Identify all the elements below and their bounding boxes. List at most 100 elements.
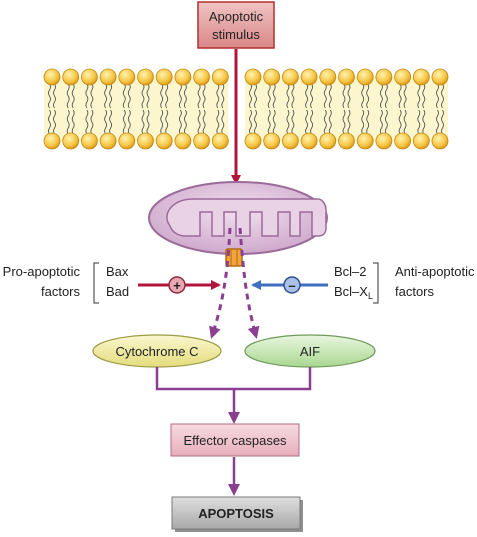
lipid-head	[319, 132, 337, 150]
lipid-tail	[436, 109, 439, 135]
cell-membrane-right	[244, 68, 449, 150]
anti-apoptotic-factor-bcl2: Bcl–2	[334, 264, 367, 279]
lipid-tail	[178, 109, 182, 135]
lipid-tail	[384, 109, 388, 135]
lipid-tail	[417, 109, 421, 135]
lipid-tail	[104, 109, 108, 135]
convergence-connector	[155, 367, 312, 391]
lipid-head	[193, 68, 211, 86]
cell-membrane-left	[43, 68, 229, 150]
lipid-tail	[347, 109, 351, 135]
lipid-tail	[127, 109, 131, 135]
lipid-tail	[384, 83, 388, 109]
lipid-tail	[422, 109, 426, 135]
lipid-tail	[202, 109, 206, 135]
minus-sign-icon	[283, 276, 301, 294]
lipid-tail	[305, 83, 309, 109]
plus-sign-icon	[168, 276, 186, 294]
lipid-tail	[141, 83, 145, 109]
lipid-tail	[104, 83, 108, 109]
anti-apoptotic-label-line1: Anti-apoptotic	[395, 264, 475, 279]
lipid-head	[81, 68, 98, 86]
anti-apoptotic-factor-bclxl: Bcl–XL	[334, 284, 373, 301]
lipid-tail	[366, 83, 370, 109]
lipid-tail	[379, 83, 383, 109]
lipid-tail	[267, 109, 271, 135]
stimulus-box	[197, 1, 275, 49]
lipid-head	[375, 68, 393, 86]
lipid-head	[118, 132, 136, 150]
lipid-head	[81, 132, 98, 150]
anti-apoptotic-bracket	[373, 262, 379, 304]
lipid-tail	[160, 109, 164, 135]
lipid-tail	[202, 83, 206, 109]
lipid-tail	[216, 109, 220, 135]
lipid-head	[356, 132, 374, 150]
lipid-tail	[403, 83, 407, 109]
lipid-tail	[109, 109, 113, 135]
lipid-head	[155, 132, 173, 150]
lipid-tail	[66, 83, 70, 109]
lipid-tail	[379, 109, 383, 135]
lipid-tail	[361, 83, 365, 109]
lipid-tail	[197, 83, 201, 109]
lipid-tail	[291, 109, 295, 135]
lipid-tail	[183, 109, 187, 135]
lipid-head	[300, 132, 318, 150]
lipid-head	[99, 68, 117, 86]
lipid-tail	[286, 109, 290, 135]
stimulus-label-line2: stimulus	[212, 27, 260, 42]
lipid-tail	[328, 83, 332, 109]
lipid-tail	[146, 83, 150, 109]
lipid-head	[43, 68, 61, 86]
lipid-tail	[347, 83, 351, 109]
lipid-tail	[53, 109, 56, 135]
lipid-head	[155, 68, 173, 86]
lipid-head	[62, 132, 80, 150]
lipid-tail	[398, 109, 402, 135]
lipid-head	[193, 132, 211, 150]
lipid-tail	[398, 83, 402, 109]
lipid-head	[263, 132, 281, 150]
lipid-head	[62, 68, 80, 86]
lipid-tail	[85, 83, 89, 109]
lipid-head	[174, 132, 192, 150]
lipid-tail	[221, 109, 225, 135]
lipid-head	[263, 68, 281, 86]
stimulus-label-line1: Apoptotic	[209, 9, 264, 24]
lipid-head	[244, 68, 262, 86]
pro-apoptotic-label-line2: factors	[41, 284, 81, 299]
lipid-head	[394, 68, 412, 86]
lipid-head	[43, 132, 61, 150]
cytochrome-c-label: Cytochrome C	[115, 344, 198, 359]
lipid-tail	[361, 109, 365, 135]
lipid-head	[431, 68, 449, 86]
lipid-tail	[249, 83, 252, 109]
lipid-tail	[216, 83, 220, 109]
lipid-head	[174, 68, 192, 86]
mitochondrion-cristae	[166, 198, 327, 237]
lipid-tail	[254, 83, 257, 109]
lipid-head	[394, 132, 412, 150]
lipid-tail	[249, 109, 252, 135]
lipid-tail	[66, 109, 70, 135]
lipid-head	[412, 68, 430, 86]
lipid-head	[338, 68, 355, 86]
lipid-tail	[417, 83, 421, 109]
lipid-tail	[122, 83, 126, 109]
lipid-tail	[71, 83, 75, 109]
lipid-tail	[90, 83, 94, 109]
lipid-tail	[291, 83, 295, 109]
lipid-tail	[436, 83, 439, 109]
lipid-tail	[272, 83, 276, 109]
lipid-tail	[165, 83, 169, 109]
lipid-tail	[310, 109, 314, 135]
mitochondrial-pore	[225, 248, 243, 267]
lipid-tail	[127, 83, 131, 109]
lipid-tail	[53, 83, 56, 109]
lipid-tail	[160, 83, 164, 109]
lipid-tail	[197, 109, 201, 135]
lipid-tail	[267, 83, 271, 109]
apoptosis-box	[171, 496, 301, 530]
